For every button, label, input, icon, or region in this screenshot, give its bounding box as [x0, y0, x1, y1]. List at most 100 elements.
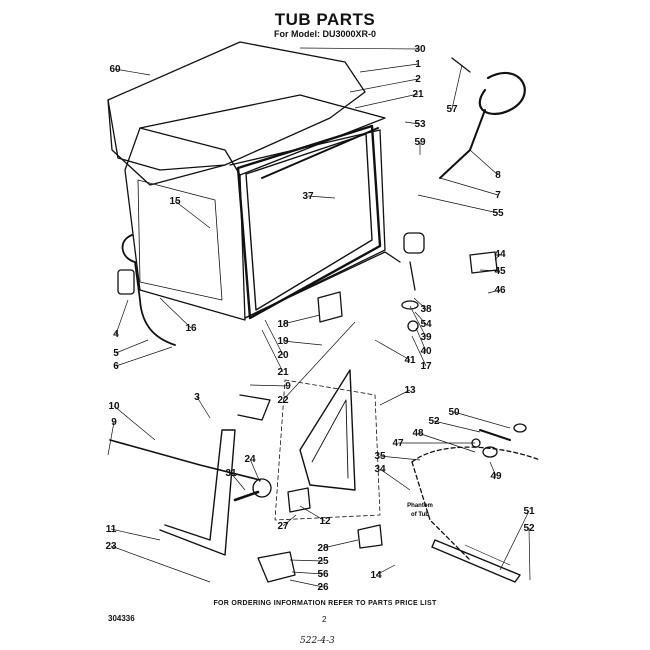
tub-top	[139, 94, 386, 176]
tub-body	[124, 127, 246, 321]
callout-leader-46	[487, 289, 501, 294]
bolt-52	[479, 429, 511, 441]
gasket-strip	[261, 127, 379, 179]
door-gasket-outer	[236, 124, 382, 320]
door-gasket-inner	[245, 133, 373, 311]
valve-bracket	[357, 524, 383, 549]
callout-6: 6	[113, 361, 119, 372]
callout-leader-26	[289, 579, 324, 588]
right-rail	[431, 539, 521, 583]
shaft-bolt	[233, 490, 260, 502]
side-bracket	[237, 394, 271, 421]
callout-leader-16	[159, 297, 192, 329]
callout-leader-13	[379, 389, 411, 406]
insulation-blanket-edge	[107, 99, 226, 186]
vent-nut	[407, 320, 419, 332]
callout-16: 16	[185, 323, 197, 334]
callout-44: 44	[494, 249, 506, 260]
callout-leader-19	[282, 340, 323, 346]
callout-leader-60	[114, 68, 151, 76]
insulation-blanket	[107, 41, 366, 171]
callout-leader-31	[230, 472, 246, 491]
callout-leader-28	[322, 539, 359, 549]
callout-leader-20	[264, 319, 284, 356]
vent-spring	[409, 261, 416, 291]
phantom-tub-edge	[411, 461, 471, 561]
pump-valve	[257, 551, 296, 583]
callout-4: 4	[113, 329, 119, 340]
callout-11: 11	[106, 524, 117, 535]
callout-13: 13	[404, 385, 416, 396]
callout-53: 53	[414, 119, 426, 130]
nut-48	[482, 446, 498, 458]
callout-31: 31	[225, 468, 237, 479]
impeller	[252, 478, 272, 498]
callout-5: 5	[113, 348, 119, 359]
nut-50	[513, 423, 527, 433]
callout-56: 56	[317, 569, 329, 580]
right-frame-inner	[311, 399, 349, 479]
callout-19: 19	[277, 336, 289, 347]
callout-leader-30	[299, 47, 421, 50]
callout-leader-39	[409, 305, 427, 338]
ordering-footer: FOR ORDERING INFORMATION REFER TO PARTS …	[213, 600, 437, 607]
callout-55: 55	[492, 208, 504, 219]
callout-18: 18	[277, 319, 289, 330]
vent-washer	[401, 300, 419, 310]
callout-leader-15	[174, 200, 211, 229]
motor-bracket	[287, 487, 311, 513]
callout-9: 9	[111, 417, 117, 428]
callout-34: 34	[374, 464, 386, 475]
callout-47: 47	[392, 438, 404, 449]
callout-57: 57	[446, 104, 458, 115]
callout-15: 15	[169, 196, 181, 207]
callout-leader-48	[417, 432, 476, 453]
callout-leader-2	[349, 78, 419, 93]
callout-leader-52	[433, 420, 481, 433]
callout-leader-53	[404, 121, 421, 125]
fill-hose-run	[439, 109, 486, 179]
callout-24: 24	[244, 454, 256, 465]
callout-leader-14	[375, 564, 396, 576]
callout-leader-52	[528, 527, 531, 581]
callout-50: 50	[448, 407, 460, 418]
callout-leader-37	[307, 195, 336, 199]
callout-leader-9	[249, 384, 289, 387]
callout-35: 35	[374, 451, 386, 462]
callout-39: 39	[420, 332, 432, 343]
callout-21: 21	[277, 367, 289, 378]
right-rail-hatch	[454, 544, 511, 568]
callout-28: 28	[317, 543, 329, 554]
callout-60: 60	[109, 64, 121, 75]
vent-bracket	[469, 251, 498, 274]
vent-seal	[403, 232, 425, 254]
callout-23: 23	[105, 541, 117, 552]
callout-leader-34	[379, 468, 411, 491]
hose-bracket	[451, 57, 471, 73]
page-title: TUB PARTS	[274, 10, 376, 29]
callout-21: 21	[412, 89, 424, 100]
callout-17: 17	[420, 361, 432, 372]
right-frame	[299, 369, 356, 491]
callout-14: 14	[370, 570, 382, 581]
callout-26: 26	[317, 582, 329, 593]
phantom-tub-outline	[411, 446, 541, 463]
callout-1: 1	[415, 59, 421, 70]
tub-side-panel	[137, 179, 223, 301]
callout-leader-50	[453, 411, 511, 429]
callout-leader-12	[299, 505, 326, 522]
phantom-tub-label: of Tub	[411, 512, 429, 518]
callout-30: 30	[414, 44, 426, 55]
callout-45: 45	[494, 266, 506, 277]
document-number: 304336	[108, 614, 135, 623]
callout-leader-45	[479, 269, 501, 272]
callout-40: 40	[420, 346, 432, 357]
callout-leader-55	[417, 194, 499, 214]
callout-leader-3	[196, 396, 211, 419]
callout-leader-51	[499, 510, 530, 571]
callout-leader-41	[374, 339, 411, 361]
callout-leader-7	[439, 177, 499, 196]
callout-49: 49	[490, 471, 502, 482]
model-subtitle: For Model: DU3000XR-0	[273, 29, 377, 39]
